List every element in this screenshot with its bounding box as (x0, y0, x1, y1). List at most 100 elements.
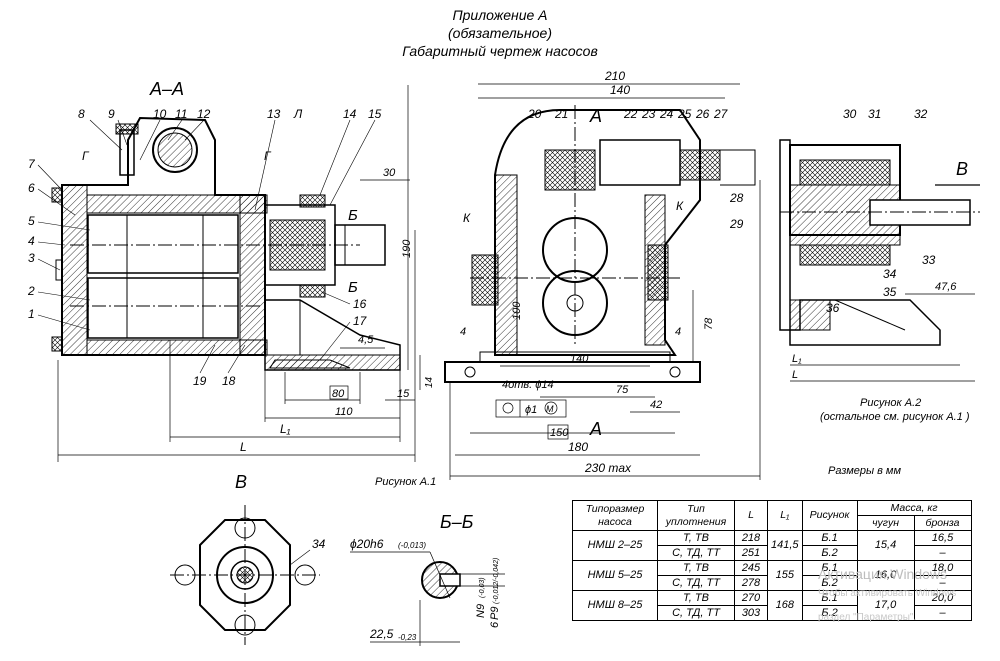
dim-150: 150 (550, 427, 569, 439)
table-row: НМШ 2–25 Т, ТВ 218 141,5 Б.1 15,4 16,5 (572, 530, 972, 561)
cut-a-lower: А (589, 419, 602, 439)
part-9: 9 (108, 107, 115, 121)
arrow-b-label: В (956, 159, 968, 179)
caption-fig-a1: Рисунок А.1 (375, 476, 436, 488)
th-bronze: бронза (913, 515, 972, 531)
cell-L: 270 (734, 590, 768, 606)
view-b: В 34 (170, 472, 326, 645)
th-cast-iron: чугун (856, 515, 915, 531)
part-7: 7 (28, 157, 36, 171)
windows-activation-hint: Чтобы активировать Windows (818, 588, 957, 599)
figure-a2-view: В (779, 139, 980, 346)
appendix-title: Приложение А (452, 7, 548, 23)
dim-14: 14 (424, 376, 435, 388)
dim-78: 78 (703, 317, 715, 330)
part-28: 28 (729, 191, 744, 205)
part-34-view-b: 34 (312, 537, 326, 551)
dim-6: 6 (489, 621, 501, 628)
dim-n9: N9 (475, 604, 487, 618)
cell-fig: Б.1 (801, 530, 858, 546)
dim-140-top: 140 (610, 83, 630, 97)
front-view-dimensions: 210 140 140 75 42 150 180 230 max 4отв. … (449, 69, 761, 480)
dim-4-5: 4,5 (358, 334, 374, 346)
table-row: НМШ 8–25 Т, ТВ 270 168 Б.1 17,0 20,0 (572, 590, 972, 621)
part-25: 25 (677, 107, 692, 121)
cell-L: 278 (734, 575, 768, 591)
dim-p9: P9 (489, 607, 501, 620)
cell-pump: НМШ 8–25 (572, 590, 658, 621)
part-35: 35 (883, 285, 897, 299)
part-11: 11 (175, 107, 187, 121)
caption-fig-a2: Рисунок А.2 (860, 397, 921, 409)
cell-L: 251 (734, 545, 768, 561)
figure-a2-dims (790, 293, 975, 382)
part-24: 24 (659, 107, 674, 121)
part-19: 19 (193, 374, 207, 388)
cell-cast: 17,0 (856, 590, 915, 621)
part-14: 14 (343, 107, 357, 121)
th-figure: Рисунок (801, 500, 858, 531)
part-labels-front: 20 21 22 23 24 25 26 27 28 29 (527, 107, 744, 231)
dim-4-left: 4 (460, 326, 466, 338)
dim-20h6: ϕ20h6 (350, 537, 384, 551)
dim-30: 30 (383, 167, 396, 179)
cell-cast: 15,4 (856, 530, 915, 561)
dim-L: L (240, 440, 247, 454)
part-12: 12 (197, 107, 211, 121)
mark-k-right: К (676, 199, 684, 213)
part-16: 16 (353, 297, 367, 311)
captions: Рисунок А.1 Рисунок А.2 (остальное см. р… (375, 397, 970, 488)
caption-units: Размеры в мм (828, 465, 901, 477)
tolerance-modifier: M (546, 404, 554, 414)
part-labels-aa: 1 2 3 4 5 6 7 8 9 10 11 12 13 14 15 16 1… (27, 107, 382, 388)
cell-seal: С, ТД, ТТ (657, 575, 735, 591)
caption-fig-a2-note: (остальное см. рисунок А.1 ) (820, 411, 970, 423)
cell-L1: 155 (767, 560, 803, 591)
cut-b-upper: Б (348, 207, 358, 224)
front-view: А А К К (444, 105, 756, 439)
cell-fig: Б.2 (801, 575, 858, 591)
dim-80: 80 (332, 388, 345, 400)
dim-n9-tol: (-0,03) (479, 577, 486, 598)
cell-seal: С, ТД, ТТ (657, 545, 735, 561)
part-15: 15 (368, 107, 382, 121)
cell-pump: НМШ 5–25 (572, 560, 658, 591)
cell-L: 245 (734, 560, 768, 576)
part-1: 1 (28, 307, 35, 321)
part-3: 3 (28, 251, 35, 265)
dim-190: 190 (401, 239, 413, 258)
part-18: 18 (222, 374, 236, 388)
dim-L-fig2: L (792, 369, 798, 381)
dim-4-right: 4 (675, 326, 681, 338)
part-10: 10 (153, 107, 167, 121)
cell-seal: Т, ТВ (657, 530, 735, 546)
part-6: 6 (28, 181, 35, 195)
tolerance-callout: ϕ1 (525, 404, 537, 416)
part-23: 23 (641, 107, 656, 121)
th-L1: L₁ (767, 500, 803, 531)
leader-lines-aa (37, 119, 376, 374)
cut-b-lower: Б (348, 279, 358, 296)
part-32: 32 (914, 107, 928, 121)
section-aa-label: А–А (149, 79, 184, 99)
cell-L: 303 (734, 605, 768, 621)
mass-table: Типоразмер насоса Тип уплотнения L L₁ Ри… (572, 500, 972, 621)
cell-bronze: – (913, 605, 972, 621)
mark-k-left: К (463, 211, 471, 225)
part-2: 2 (27, 284, 35, 298)
part-34-fig2: 34 (883, 267, 897, 281)
cell-L1: 141,5 (767, 530, 803, 561)
th-mass: Масса, кг (856, 500, 972, 516)
cell-fig: Б.2 (801, 605, 858, 621)
section-bb-label: Б–Б (440, 512, 474, 532)
dim-L1: L₁ (280, 422, 291, 436)
dim-75: 75 (616, 384, 629, 396)
dim-22-5-tol: -0,23 (398, 633, 417, 642)
cell-fig: Б.2 (801, 545, 858, 561)
mark-g-right: Г (264, 149, 272, 163)
cell-bronze: 16,5 (913, 530, 972, 546)
dim-110: 110 (335, 406, 353, 418)
part-33: 33 (922, 253, 936, 267)
appendix-status: (обязательное) (448, 25, 552, 41)
th-pump-type: Типоразмер насоса (572, 500, 658, 531)
